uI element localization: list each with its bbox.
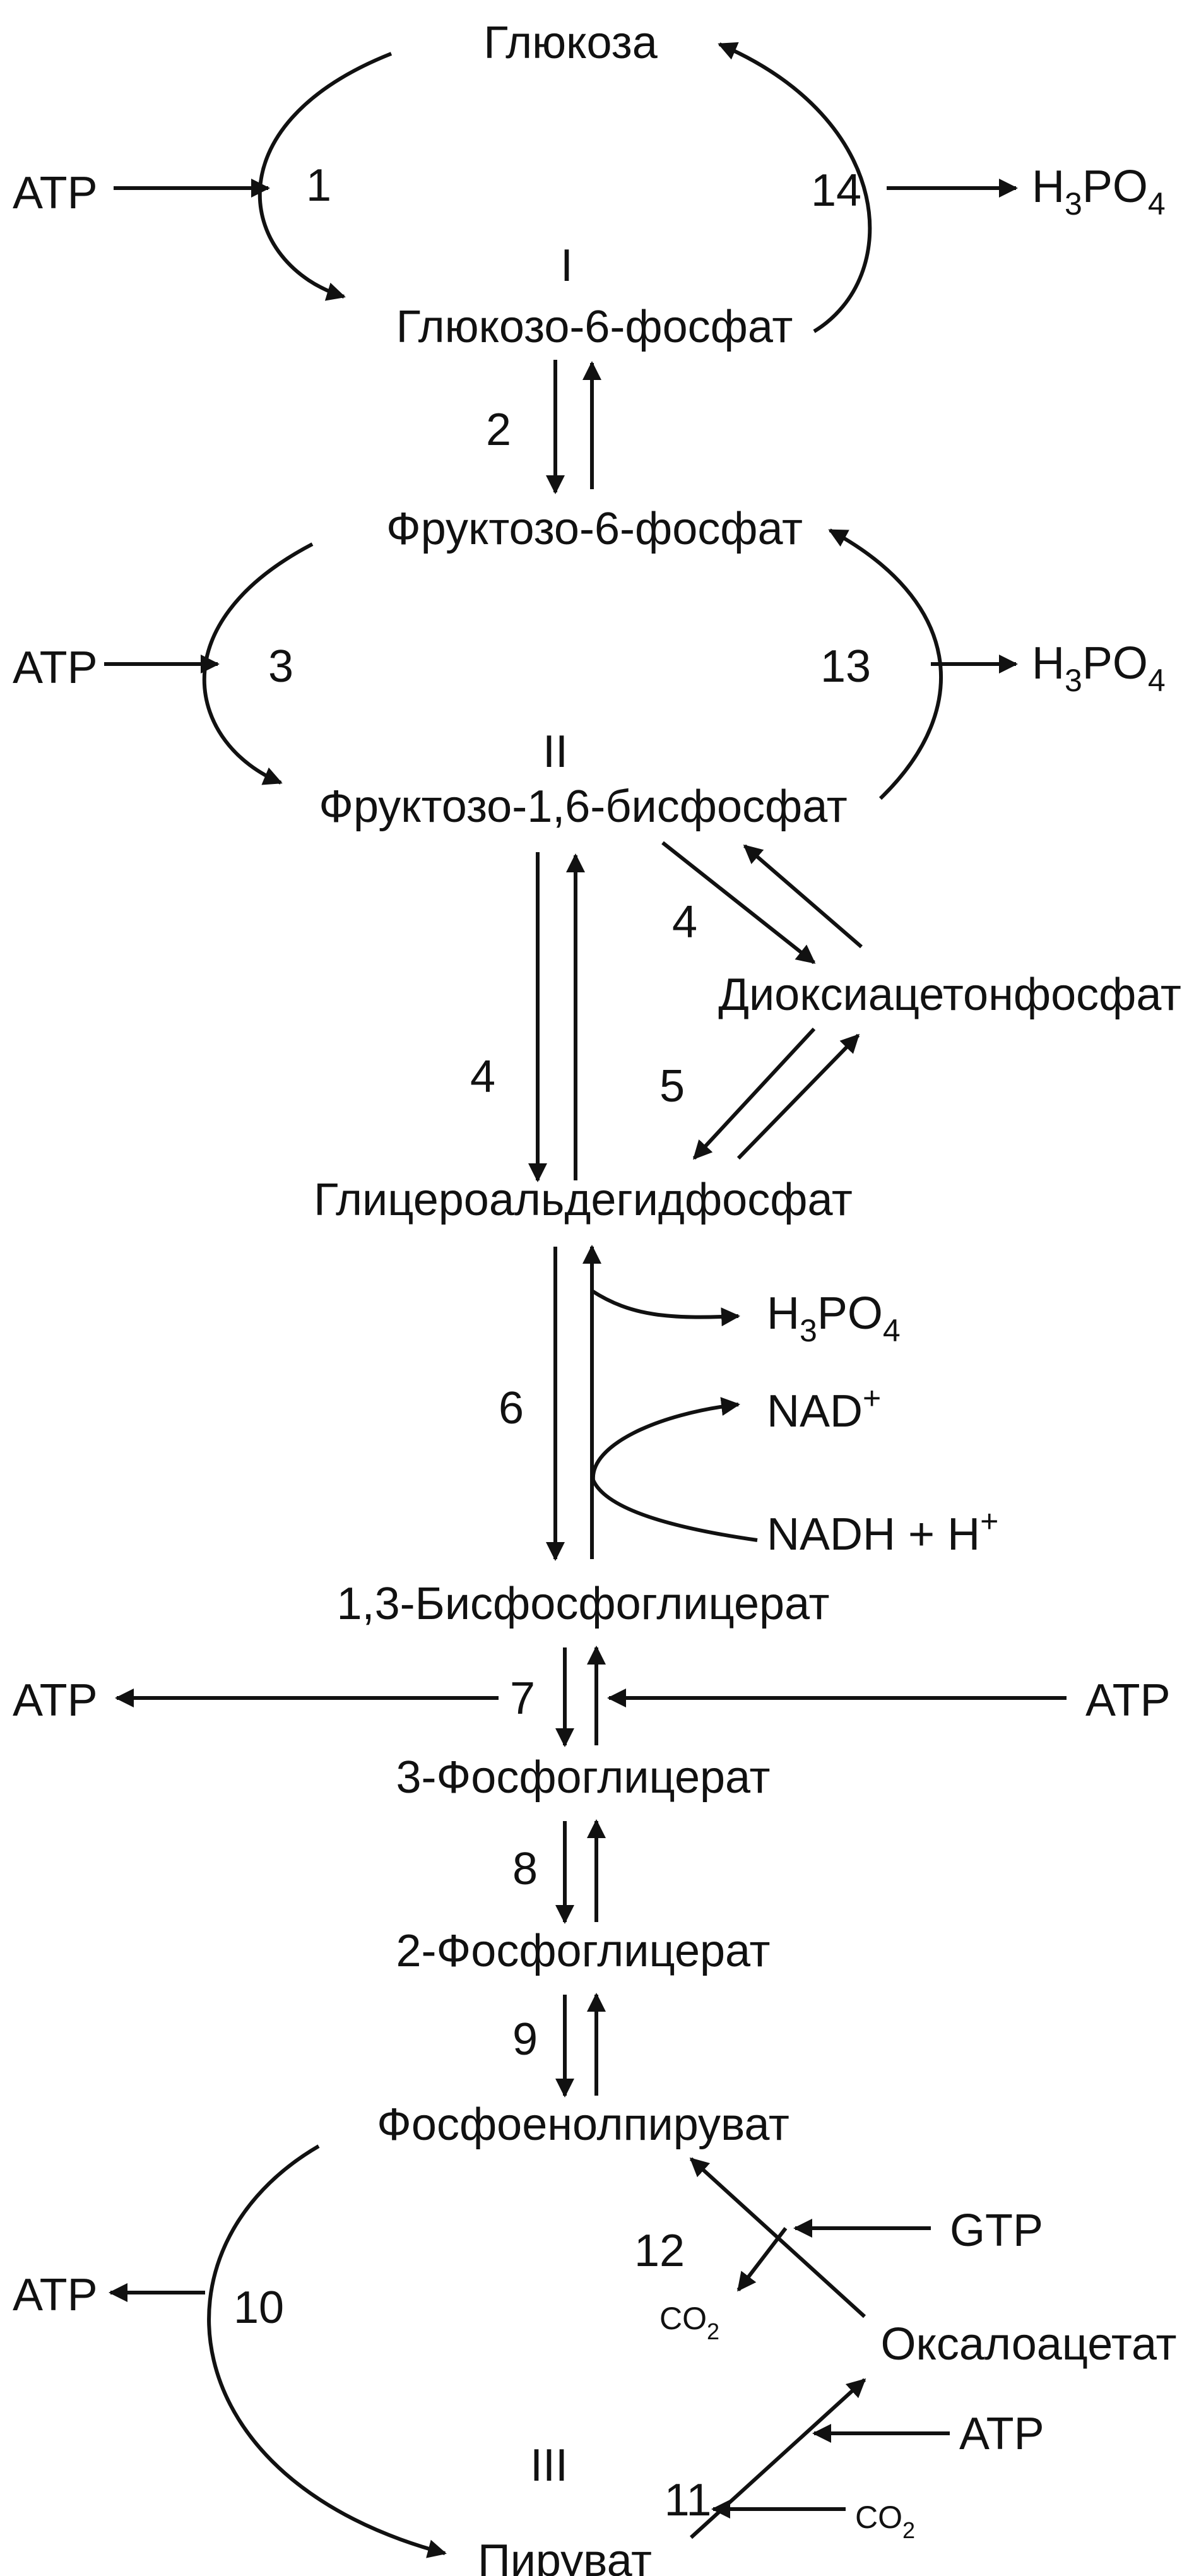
metabolite-glyceraldehyde-phosphate: Глицероальдегидфосфат bbox=[314, 1175, 853, 1225]
reaction-number-6: 6 bbox=[499, 1383, 524, 1433]
cofactor-atp-reaction-7-out: ATP bbox=[13, 1675, 98, 1726]
reaction-number-8: 8 bbox=[512, 1844, 538, 1894]
metabolite-dihydroxyacetone-phosphate: Диоксиацетонфосфат bbox=[718, 970, 1181, 1020]
reaction-number-12: 12 bbox=[634, 2226, 685, 2276]
arrow-reaction-3-curve bbox=[202, 542, 314, 785]
arrow-gap-to-dhap bbox=[736, 1033, 860, 1160]
cofactor-atp-reaction-3: ATP bbox=[13, 643, 98, 693]
arrow-reaction-12-co2-out bbox=[736, 2227, 788, 2292]
cycle-label-3: III bbox=[530, 2440, 568, 2491]
arrow-dhap-to-gap bbox=[692, 1027, 816, 1160]
reaction-number-1: 1 bbox=[306, 160, 331, 211]
metabolite-glucose-6-phosphate: Глюкозо-6-фосфат bbox=[396, 302, 793, 352]
metabolite-oxaloacetate: Оксалоацетат bbox=[881, 2319, 1177, 2370]
reaction-number-4-left: 4 bbox=[470, 1052, 495, 1102]
cofactor-atp-reaction-11: ATP bbox=[959, 2409, 1044, 2459]
cofactor-gtp-reaction-12: GTP bbox=[950, 2205, 1043, 2256]
reaction-number-4-upper: 4 bbox=[672, 897, 697, 947]
cofactor-co2-reaction-12: CO2 bbox=[659, 2301, 719, 2344]
metabolite-1-3-bisphosphoglycerate: 1,3-Бисфосфоглицерат bbox=[337, 1579, 830, 1629]
reaction-number-11: 11 bbox=[665, 2475, 712, 2526]
reaction-number-3: 3 bbox=[268, 641, 293, 692]
cofactor-nad-plus: NAD+ bbox=[767, 1380, 881, 1437]
metabolite-pyruvate: Пируват bbox=[478, 2536, 652, 2576]
cofactor-co2-reaction-11: CO2 bbox=[855, 2500, 915, 2543]
arrow-f16bp-to-dhap bbox=[661, 841, 816, 965]
reaction-number-5: 5 bbox=[659, 1061, 685, 1112]
reaction-number-13: 13 bbox=[820, 641, 871, 692]
cofactor-atp-reaction-7-in: ATP bbox=[1085, 1675, 1171, 1726]
cofactor-atp-reaction-1: ATP bbox=[13, 168, 98, 218]
cofactor-h3po4-reaction-14: H3PO4 bbox=[1032, 162, 1166, 222]
metabolite-2-phosphoglycerate: 2-Фосфоглицерат bbox=[396, 1926, 771, 1976]
reaction-number-9: 9 bbox=[512, 2014, 538, 2065]
cofactor-atp-reaction-10: ATP bbox=[13, 2270, 98, 2320]
arrow-dhap-to-f16bp bbox=[743, 844, 863, 949]
reaction-number-2: 2 bbox=[486, 405, 511, 455]
cofactor-h3po4-reaction-13: H3PO4 bbox=[1032, 638, 1166, 698]
metabolite-3-phosphoglycerate: 3-Фосфоглицерат bbox=[396, 1752, 771, 1803]
arrow-reaction-13-curve bbox=[828, 528, 943, 800]
metabolite-glucose: Глюкоза bbox=[483, 18, 658, 68]
reaction-number-7: 7 bbox=[510, 1673, 535, 1724]
cycle-label-1: I bbox=[560, 240, 573, 291]
arrow-reaction-10-curve bbox=[207, 2144, 447, 2558]
metabolite-phosphoenolpyruvate: Фосфоенолпируват bbox=[377, 2099, 789, 2150]
cofactor-h3po4-reaction-6: H3PO4 bbox=[767, 1288, 901, 1348]
arrow-reaction-6-nadh-to-nad bbox=[591, 1397, 758, 1542]
reaction-number-14: 14 bbox=[811, 165, 861, 216]
arrow-reaction-6-phosphate-out bbox=[591, 1289, 740, 1327]
cycle-label-2: II bbox=[543, 727, 568, 777]
arrow-reaction-11-pyruvate-to-oaa bbox=[689, 2378, 866, 2539]
metabolite-fructose-6-phosphate: Фруктозо-6-фосфат bbox=[386, 504, 803, 554]
arrow-reaction-14-curve bbox=[718, 42, 872, 333]
reaction-number-10: 10 bbox=[233, 2282, 284, 2333]
metabolite-fructose-1-6-bisphosphate: Фруктозо-1,6-бисфосфат bbox=[319, 781, 847, 832]
cofactor-nadh-h-plus: NADH + H+ bbox=[767, 1504, 998, 1560]
